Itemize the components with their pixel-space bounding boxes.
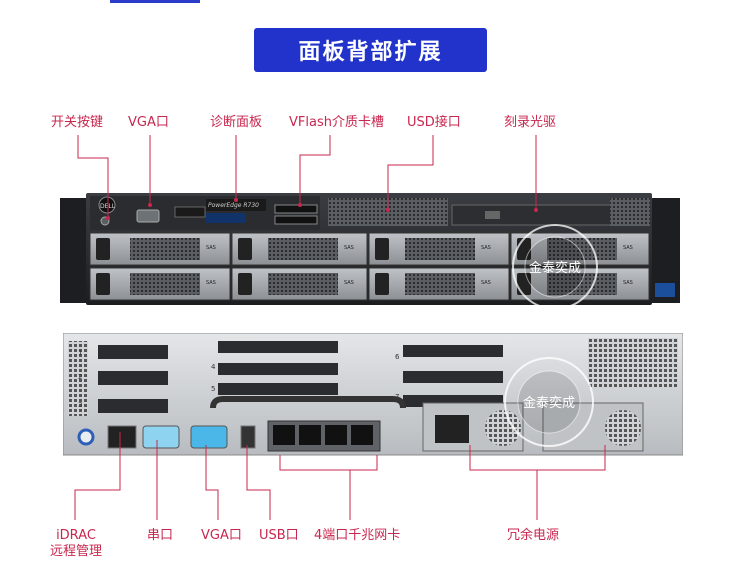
vflash-slot (274, 204, 318, 214)
idrac-port (107, 425, 137, 449)
serial-port (142, 425, 180, 449)
svg-text:6: 6 (395, 353, 400, 361)
server-front-view: DELL PowerEdge R730 (60, 193, 680, 305)
svg-text:2: 2 (78, 373, 82, 381)
label-nic: 4端口千兆网卡 (314, 528, 401, 543)
svg-text:SAS: SAS (623, 280, 633, 286)
page-title: 面板背部扩展 (254, 28, 487, 72)
rear-vent-right (588, 338, 678, 388)
label-idrac-line2: 远程管理 (49, 544, 102, 559)
watermark-rear: 金泰奕成 (504, 357, 594, 447)
pcie-slots: 1 2 3 4 5 6 7 (78, 341, 503, 413)
label-vflash-slot: VFlash介质卡槽 (289, 115, 384, 130)
power-button-icon (100, 216, 110, 226)
watermark-front: 金泰奕成 (512, 224, 598, 310)
svg-text:5: 5 (211, 385, 215, 393)
cpu-badge (655, 283, 675, 297)
svg-text:金泰奕成: 金泰奕成 (529, 260, 581, 276)
svg-text:SAS: SAS (206, 280, 216, 286)
svg-text:1: 1 (78, 349, 82, 357)
rear-vga-port (190, 425, 228, 449)
label-optical-drive: 刻录光驱 (504, 115, 557, 130)
svg-text:SAS: SAS (481, 280, 491, 286)
diagnostic-lcd (206, 213, 246, 223)
svg-text:SAS: SAS (481, 245, 491, 251)
label-power-button: 开关按键 (51, 115, 104, 130)
label-serial-port: 串口 (147, 528, 174, 543)
svg-text:金泰奕成: 金泰奕成 (523, 395, 575, 411)
server-rear-view: 1 2 3 4 5 6 7 (63, 333, 683, 456)
model-name: PowerEdge R730 (208, 202, 259, 209)
drive-bays: SAS SAS SAS SAS SAS SAS SAS SAS (89, 232, 650, 301)
label-idrac-line1: iDRAC (56, 528, 96, 543)
front-vga-port (136, 209, 160, 223)
svg-text:SAS: SAS (206, 245, 216, 251)
front-vent-mesh (328, 198, 448, 226)
power-supplies (422, 402, 644, 452)
label-idrac: iDRAC 远程管理 (44, 528, 108, 560)
usb-ports (240, 425, 256, 449)
top-accent-bar (110, 0, 200, 3)
dell-logo-text: DELL (100, 203, 116, 210)
svg-text:SAS: SAS (344, 245, 354, 251)
svg-text:3: 3 (78, 401, 82, 409)
label-psu: 冗余电源 (507, 528, 560, 543)
label-diagnostic-panel: 诊断面板 (210, 115, 263, 130)
svg-text:SAS: SAS (623, 245, 633, 251)
label-usd-port: USD接口 (407, 115, 461, 130)
rear-vent-left (68, 341, 88, 416)
left-rack-ear (60, 198, 88, 303)
svg-text:4: 4 (211, 363, 216, 371)
system-id-button (77, 428, 95, 446)
label-front-vga: VGA口 (128, 115, 169, 130)
svg-text:SAS: SAS (344, 280, 354, 286)
label-rear-vga: VGA口 (201, 528, 242, 543)
nic-ports (267, 420, 381, 452)
chassis-handle (210, 396, 406, 409)
label-usb-port: USB口 (259, 528, 299, 543)
